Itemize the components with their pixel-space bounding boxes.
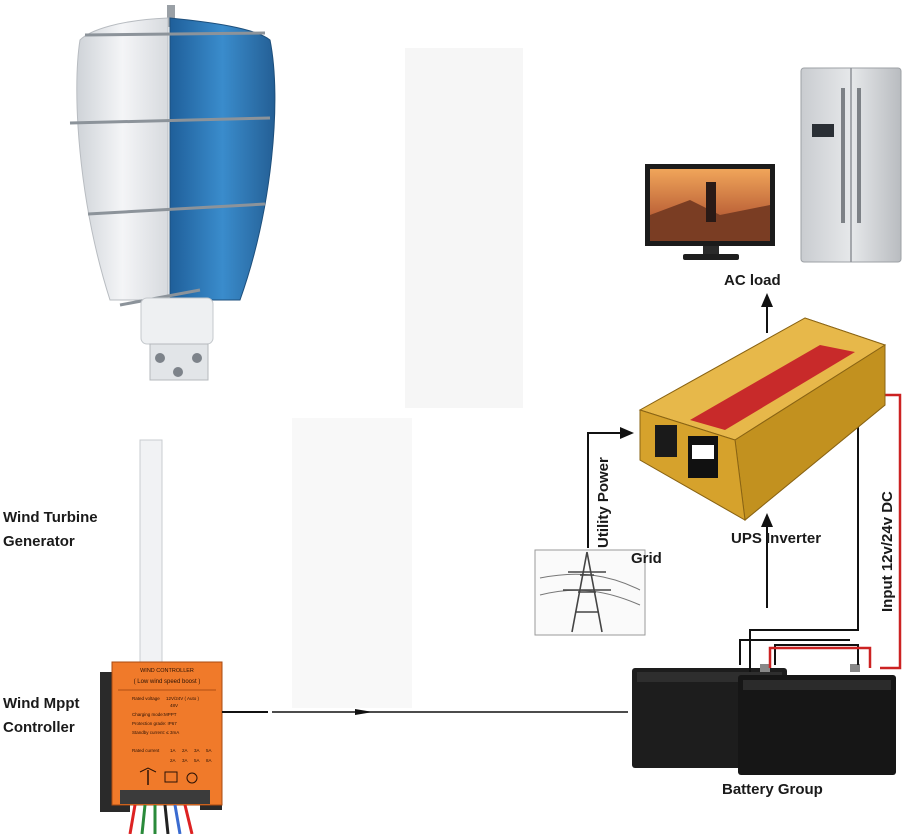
wind-turbine-label-line: Wind Turbine xyxy=(3,509,98,526)
inverter-fan-icon xyxy=(655,425,677,457)
battery-wire xyxy=(739,639,850,665)
controller-current-option: 2A xyxy=(170,758,176,763)
ups-inverter-label: UPS Inverter xyxy=(731,530,822,547)
bulb-symbol-icon xyxy=(186,772,198,784)
background-panel xyxy=(292,418,412,708)
turbine-pole xyxy=(139,439,163,666)
inverter-input-black-wire xyxy=(845,404,859,630)
wind-symbol-icon xyxy=(139,767,157,785)
controller-panel-line: Protection grade: IP67 xyxy=(132,721,177,726)
ups-inverter-image xyxy=(638,317,887,521)
controller-panel-title: WIND CONTROLLER xyxy=(140,668,194,674)
battery-group-image xyxy=(632,664,896,775)
mppt-controller-label-line: Controller xyxy=(3,719,75,736)
controller-current-option: 5A xyxy=(206,748,212,753)
controller-current-option: 8A xyxy=(206,758,212,763)
utility-power-label: Utility Power xyxy=(595,457,612,548)
controller-panel-line: Rated voltage xyxy=(132,696,160,701)
battery-symbol-icon xyxy=(164,771,178,783)
ac-load-label: AC load xyxy=(724,272,781,289)
grid-to-inverter-arrow xyxy=(587,432,622,548)
background-panel xyxy=(405,48,523,408)
inverter-input-red-wire xyxy=(880,393,902,670)
tv-image xyxy=(645,164,775,260)
wind-turbine-label-line: Generator xyxy=(3,533,75,550)
controller-current-option: 2A xyxy=(182,748,188,753)
battery-wire xyxy=(774,644,859,665)
wind-turbine-label: Wind Turbine Generator xyxy=(3,506,98,554)
inverter-socket-icon xyxy=(692,445,714,459)
battery-wire-red xyxy=(768,646,872,668)
grid-tower-image xyxy=(534,549,646,636)
battery-wire xyxy=(749,600,859,672)
mppt-controller-image: WIND CONTROLLER ( Low wind speed boost )… xyxy=(100,661,223,835)
controller-panel-line: Standby current: ≤ 3mA xyxy=(132,730,179,735)
controller-panel-line: Charging mode:MPPT xyxy=(132,712,177,717)
controller-current-option: 3A xyxy=(194,748,200,753)
mppt-controller-label: Wind Mppt Controller xyxy=(3,692,80,740)
controller-panel-subtitle: ( Low wind speed boost ) xyxy=(134,679,201,685)
controller-current-option: 5A xyxy=(194,758,200,763)
controller-current-option: 3A xyxy=(182,758,188,763)
controller-current-option: 1A xyxy=(170,748,176,753)
arrow-head xyxy=(761,513,773,527)
refrigerator-image xyxy=(800,67,902,263)
arrow-head xyxy=(761,293,773,307)
input-dc-label: Input 12v/24v DC xyxy=(879,491,896,612)
grid-label: Grid xyxy=(631,550,662,567)
battery-group-label: Battery Group xyxy=(722,781,823,798)
controller-panel-value: 48V xyxy=(170,703,178,708)
wind-turbine-image xyxy=(69,5,276,381)
arrow-head xyxy=(355,709,373,715)
controller-panel-value: 12V/24V ( Auto ) xyxy=(166,696,200,701)
mppt-controller-label-line: Wind Mppt xyxy=(3,695,80,712)
arrow-head xyxy=(620,427,634,439)
controller-panel-line: Rated current xyxy=(132,748,160,753)
